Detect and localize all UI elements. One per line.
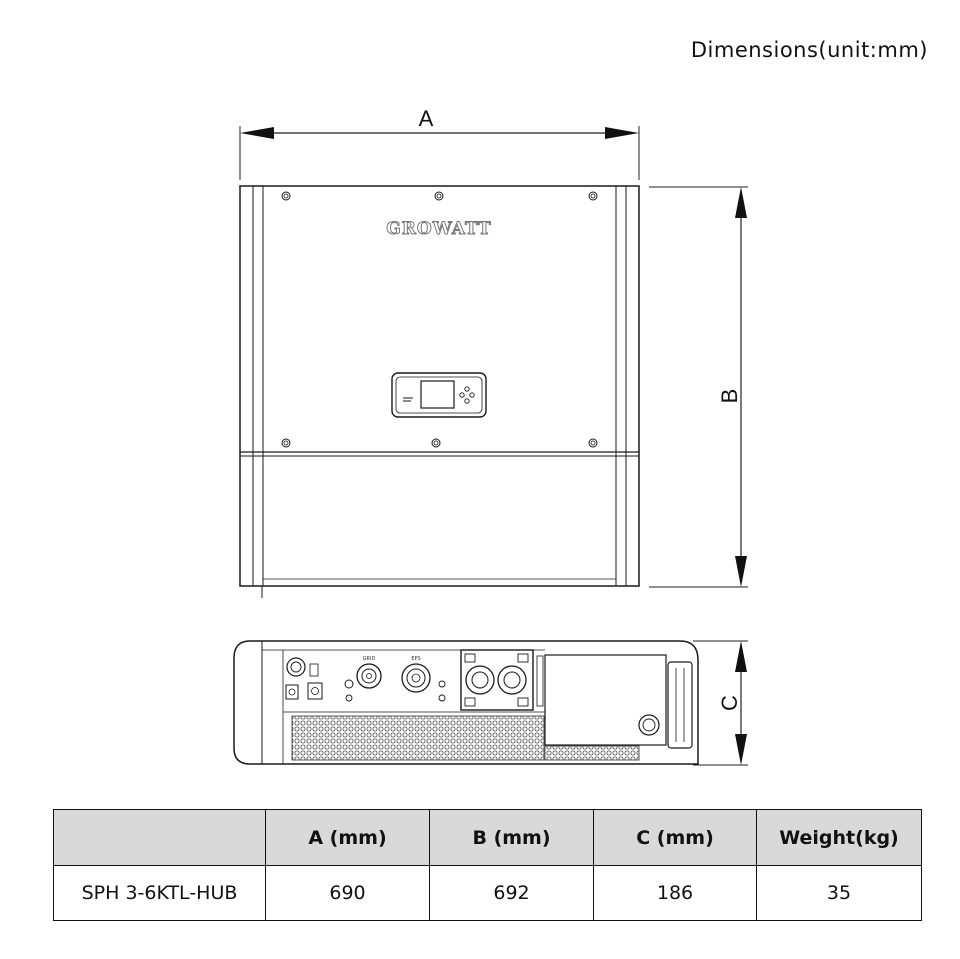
grid-port-label: GRID — [363, 656, 376, 662]
arrow-down-icon — [735, 556, 747, 587]
table-header-weight: Weight(kg) — [756, 809, 922, 866]
dimension-a: A — [239, 106, 640, 180]
screw-icon — [281, 191, 598, 448]
table-header-row: A (mm) B (mm) C (mm) Weight(kg) — [53, 809, 922, 866]
table-header-c: C (mm) — [593, 809, 757, 866]
dimension-b: B — [649, 186, 748, 588]
cell-model: SPH 3-6KTL-HUB — [53, 865, 266, 921]
cell-b: 692 — [429, 865, 594, 921]
table-row: SPH 3-6KTL-HUB 690 692 186 35 — [53, 865, 922, 921]
arrow-up-icon — [735, 187, 747, 218]
grid-port-icon — [356, 663, 382, 689]
dimension-c: C — [693, 640, 748, 766]
lcd-display-icon — [420, 380, 455, 409]
eps-port-icon — [401, 663, 431, 693]
dimensions-table: A (mm) B (mm) C (mm) Weight(kg) SPH 3-6K… — [53, 809, 922, 921]
keypad-icon — [459, 386, 475, 404]
vent-grille — [544, 745, 640, 761]
brand-logo: GROWATT — [386, 219, 491, 239]
dim-a-label: A — [419, 106, 434, 131]
vent-grille — [291, 715, 545, 761]
table-header-b: B (mm) — [429, 809, 594, 866]
arrow-left-icon — [240, 127, 274, 139]
arrow-up-icon — [735, 641, 747, 672]
table-header-model — [53, 809, 266, 866]
page-title: Dimensions(unit:mm) — [690, 38, 928, 62]
table-header-a: A (mm) — [265, 809, 430, 866]
arrow-down-icon — [735, 734, 747, 765]
dim-c-label: C — [717, 695, 742, 711]
cell-c: 186 — [593, 865, 757, 921]
cell-a: 690 — [265, 865, 430, 921]
inverter-bottom-view — [233, 640, 699, 765]
cell-weight: 35 — [756, 865, 922, 921]
display-panel — [391, 372, 487, 418]
arrow-right-icon — [605, 127, 639, 139]
dim-b-label: B — [717, 389, 742, 404]
dimension-drawing: A B — [233, 106, 748, 766]
pv-connector-icon — [460, 649, 534, 711]
inverter-front-view — [239, 185, 640, 598]
terminal-block-icon — [285, 657, 323, 700]
eps-port-label: EPS — [411, 656, 420, 662]
